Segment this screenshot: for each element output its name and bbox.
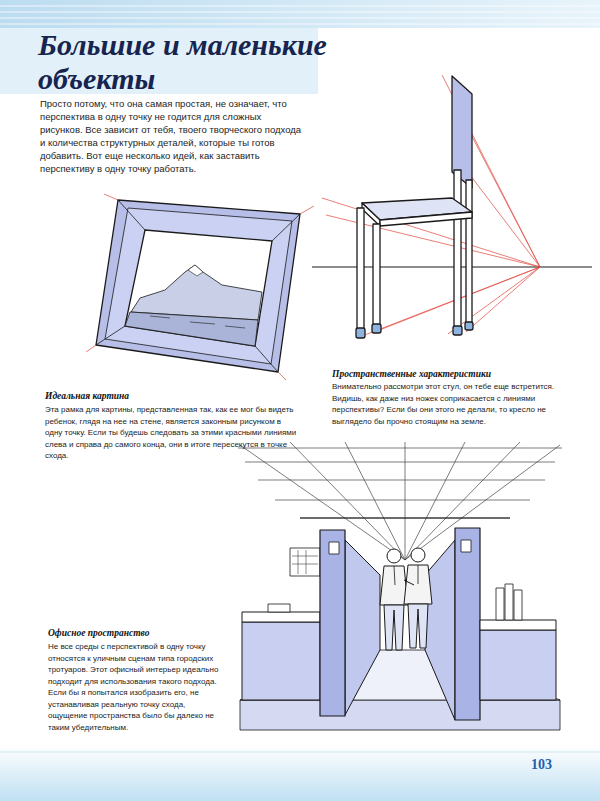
picture-frame: [86, 194, 314, 380]
intro-text: Просто потому, что она самая простая, не…: [40, 97, 302, 175]
caption-text: Не все среды с перспективой в одну точку…: [48, 641, 224, 733]
chair: [312, 75, 592, 338]
caption-heading: Идеальная картина: [45, 390, 295, 402]
caption-text: Эта рамка для картины, представленная та…: [45, 404, 300, 462]
footer-band: [0, 745, 600, 801]
caption-heading: Пространственные характеристики: [332, 368, 582, 380]
page-number: 103: [500, 757, 552, 773]
office-interior: [238, 442, 562, 730]
header-lines: [0, 6, 600, 24]
page-title: Большие и маленькие объекты: [38, 28, 378, 96]
caption-heading: Офисное пространство: [48, 627, 223, 639]
header-band: [0, 0, 600, 28]
caption-text: Внимательно рассмотри этот стул, он тебе…: [332, 381, 584, 427]
